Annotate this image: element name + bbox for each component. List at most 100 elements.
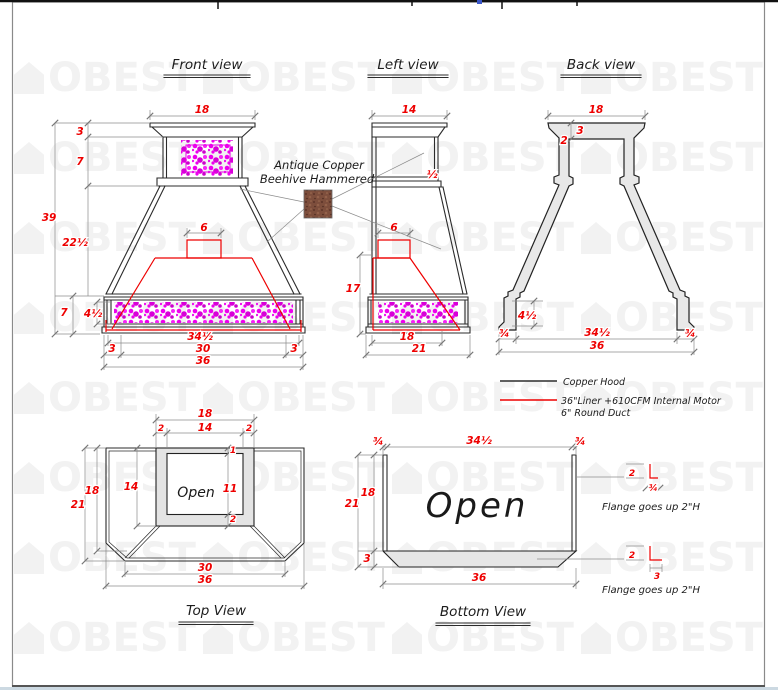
bottom-view-open-label: Open bbox=[426, 486, 529, 526]
left-dim-duct-w: 6 bbox=[390, 222, 397, 234]
left-crown bbox=[371, 122, 448, 138]
front-dim-top-width: 18 bbox=[195, 104, 210, 116]
title-block-ticks bbox=[217, 0, 578, 9]
front-hood-slopes bbox=[105, 185, 301, 295]
back-dim-crown-h: 3 bbox=[576, 125, 583, 137]
copper-swatch bbox=[303, 189, 333, 219]
top-dim-overall-depth: 21 bbox=[71, 499, 86, 511]
front-dim-crown-h: 3 bbox=[76, 126, 83, 138]
left-lower-ornament bbox=[378, 302, 458, 323]
top-view-slope-edges bbox=[124, 525, 286, 559]
flange2-width: 3 bbox=[654, 572, 660, 582]
watermark: OBEST bbox=[203, 358, 392, 438]
front-dim-overall-w: 36 bbox=[196, 355, 211, 367]
flange2-note: Flange goes up 2"H bbox=[602, 585, 701, 596]
front-dim-base-band-h: 4½ bbox=[83, 308, 102, 320]
title-block-mark bbox=[477, 0, 482, 4]
flange1-height: 2 bbox=[629, 469, 635, 479]
front-lower-ornament bbox=[114, 302, 293, 323]
bottom-dim-band-depth: 3 bbox=[363, 553, 370, 565]
front-upper-ornament bbox=[181, 140, 233, 176]
front-base-band bbox=[101, 293, 306, 334]
watermark: OBEST bbox=[581, 598, 770, 678]
left-dim-flat-depth: 18 bbox=[400, 331, 415, 343]
bottom-dim-overall-w: 36 bbox=[472, 572, 487, 584]
flange-detail-2: 2 3 Flange goes up 2"H bbox=[537, 545, 701, 596]
watermark: OBEST bbox=[392, 118, 581, 198]
left-liner-outline bbox=[372, 257, 461, 331]
back-dim-foot-l: ¾ bbox=[499, 328, 510, 340]
back-dim-top-width: 18 bbox=[589, 104, 604, 116]
top-view-outline bbox=[105, 447, 305, 562]
back-dimensions: 18 3 2 4½ ¾ 34½ ¾ 36 bbox=[495, 103, 698, 356]
top-dim-frame-l: 2 bbox=[158, 424, 164, 434]
left-dim-top-depth: 14 bbox=[402, 104, 417, 116]
legend-liner-label1: 36"Liner +610CFM Internal Motor bbox=[561, 396, 722, 407]
bottom-dim-open-depth: 18 bbox=[361, 487, 376, 499]
front-view-drawing: 18 3 7 22½ 39 7 4½ 6 34½ 3 30 3 bbox=[40, 103, 307, 371]
front-view-title: Front view bbox=[172, 57, 244, 73]
top-dim-opening-w: 14 bbox=[198, 422, 213, 434]
front-liner-duct bbox=[186, 239, 222, 259]
flange1-shape bbox=[649, 464, 658, 479]
front-dim-duct-w: 6 bbox=[200, 222, 207, 234]
watermark: OBEST bbox=[392, 358, 581, 438]
top-view-open-label: Open bbox=[177, 485, 214, 501]
flange2-shape bbox=[649, 546, 662, 561]
front-liner-outline bbox=[105, 257, 302, 332]
view-titles: Front view Left view Back view Top View … bbox=[163, 57, 642, 627]
watermark: OBEST bbox=[392, 438, 581, 518]
bottom-view-band bbox=[381, 550, 578, 568]
back-dim-foot-r: ¾ bbox=[685, 328, 696, 340]
front-dim-base-h: 7 bbox=[60, 307, 68, 319]
flange-detail-1: 2 ¾ Flange goes up 2"H bbox=[576, 463, 700, 513]
top-dim-flat-depth: 18 bbox=[85, 485, 100, 497]
front-dimensions: 18 3 7 22½ 39 7 4½ 6 34½ 3 30 3 bbox=[40, 103, 307, 371]
top-view-title: Top View bbox=[186, 603, 247, 619]
bottom-dim-wall-l: ¾ bbox=[373, 436, 384, 448]
left-hood-slope bbox=[438, 186, 468, 295]
left-view-title: Left view bbox=[377, 57, 439, 73]
top-dim-overall-w: 36 bbox=[198, 574, 213, 586]
legend-liner-label2: 6" Round Duct bbox=[561, 408, 631, 419]
left-dim-overall-depth: 21 bbox=[412, 343, 427, 355]
watermark: OBEST bbox=[14, 198, 203, 278]
top-dim-opening-depth: 11 bbox=[223, 483, 238, 495]
top-dim-liner-w: 30 bbox=[198, 562, 213, 574]
front-dim-liner-w: 30 bbox=[196, 343, 211, 355]
legend: Copper Hood 36"Liner +610CFM Internal Mo… bbox=[500, 377, 722, 419]
bottom-view-walls bbox=[382, 454, 577, 552]
back-dim-strap-w: 2 bbox=[560, 135, 567, 147]
bottom-view-drawing: Open ¾ 34½ ¾ 21 18 3 36 2 ¾ Flange go bbox=[343, 434, 701, 596]
top-dim-chimney-w: 18 bbox=[198, 408, 213, 420]
front-dim-band-h: 7 bbox=[76, 156, 84, 168]
watermark: OBEST bbox=[14, 358, 203, 438]
back-view-title: Back view bbox=[567, 57, 636, 73]
top-view-drawing: Open 18 2 14 2 21 18 14 1 11 2 bbox=[69, 407, 308, 590]
callout-line2: Beehive Hammered bbox=[260, 172, 375, 186]
front-upper-band bbox=[162, 136, 243, 179]
watermark: OBEST bbox=[581, 518, 770, 598]
callout-line1: Antique Copper bbox=[273, 158, 365, 172]
bottom-dim-inner-w: 34½ bbox=[466, 435, 492, 447]
watermark: OBEST bbox=[581, 118, 770, 198]
back-silhouette bbox=[498, 122, 695, 331]
left-dimensions: 14 ½ 6 17 18 21 bbox=[344, 103, 474, 359]
front-dim-body-h: 22½ bbox=[62, 237, 88, 249]
material-callout: Antique Copper Beehive Hammered bbox=[239, 152, 442, 250]
flange2-height: 2 bbox=[629, 551, 635, 561]
bottom-view-dimensions: ¾ 34½ ¾ 21 18 3 36 bbox=[343, 434, 587, 589]
watermark: OBEST bbox=[203, 38, 392, 118]
front-dim-inner-w: 34½ bbox=[187, 331, 213, 343]
left-dim-band-step: ½ bbox=[427, 169, 438, 181]
watermark: OBEST bbox=[14, 118, 203, 198]
left-base-band bbox=[365, 293, 471, 334]
front-crown bbox=[149, 122, 256, 128]
watermark: OBEST bbox=[203, 598, 392, 678]
watermark: OBEST bbox=[581, 438, 770, 518]
back-dim-overall-w: 36 bbox=[590, 340, 605, 352]
back-view-drawing: 18 3 2 4½ ¾ 34½ ¾ 36 bbox=[495, 103, 698, 356]
